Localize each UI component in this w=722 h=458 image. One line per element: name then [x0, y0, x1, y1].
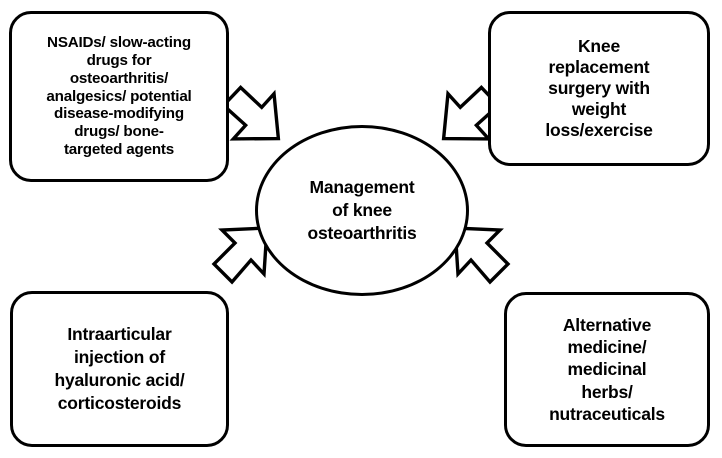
node-pharmacologic-label: NSAIDs/ slow-acting drugs for osteoarthr… — [46, 34, 192, 158]
node-center-label: Management of knee osteoarthritis — [307, 177, 417, 243]
node-alternative-label: Alternative medicine/ medicinal herbs/ n… — [549, 315, 665, 424]
node-pharmacologic-treatments[interactable]: NSAIDs/ slow-acting drugs for osteoarthr… — [9, 11, 229, 182]
node-center-management[interactable]: Management of knee osteoarthritis — [255, 125, 469, 296]
node-intraarticular-injection[interactable]: Intraarticular injection of hyaluronic a… — [10, 291, 229, 447]
node-injection-label: Intraarticular injection of hyaluronic a… — [54, 323, 185, 414]
arrow-top-left-icon — [221, 85, 281, 141]
node-surgery-label: Knee replacement surgery with weight los… — [545, 36, 653, 140]
node-surgical-treatment[interactable]: Knee replacement surgery with weight los… — [488, 11, 710, 166]
node-alternative-medicine[interactable]: Alternative medicine/ medicinal herbs/ n… — [504, 292, 710, 447]
